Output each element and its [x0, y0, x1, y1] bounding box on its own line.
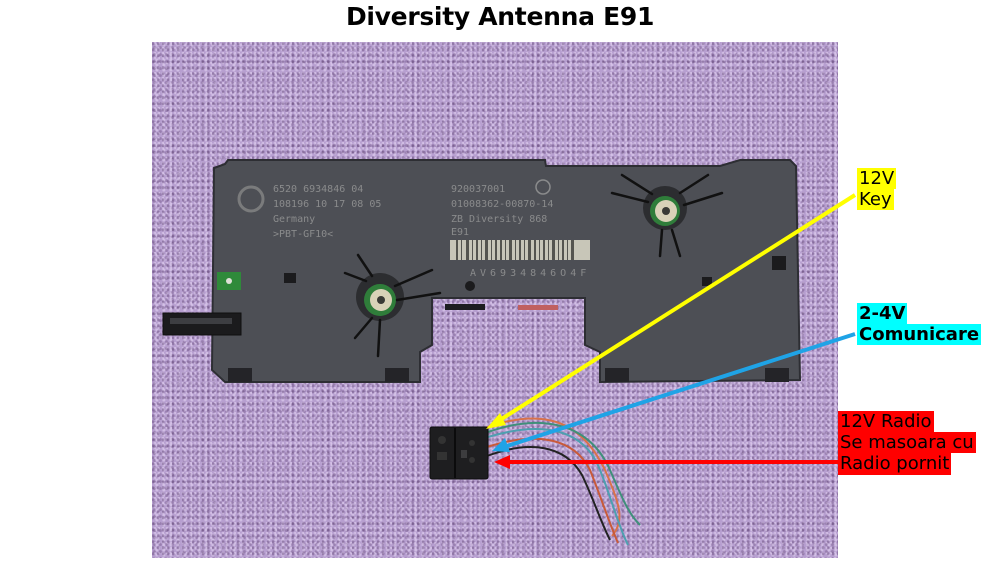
label-12v-key-line1: 12V	[857, 168, 897, 190]
antenna-photo	[152, 42, 838, 558]
label-comunicare: 2-4V Comunicare	[857, 303, 982, 346]
label-12v-radio-line1: 12V Radio	[838, 411, 934, 433]
label-12v-radio: 12V Radio Se masoara cu Radio pornit	[838, 411, 976, 475]
label-12v-key-line2: Key	[857, 189, 894, 211]
label-12v-radio-line3: Radio pornit	[838, 453, 952, 475]
label-12v-radio-line2: Se masoara cu	[838, 432, 976, 454]
label-comunicare-line2: Comunicare	[857, 324, 982, 346]
page-title: Diversity Antenna E91	[345, 2, 655, 31]
label-12v-key: 12V Key	[857, 168, 897, 211]
label-comunicare-line1: 2-4V	[857, 303, 908, 325]
